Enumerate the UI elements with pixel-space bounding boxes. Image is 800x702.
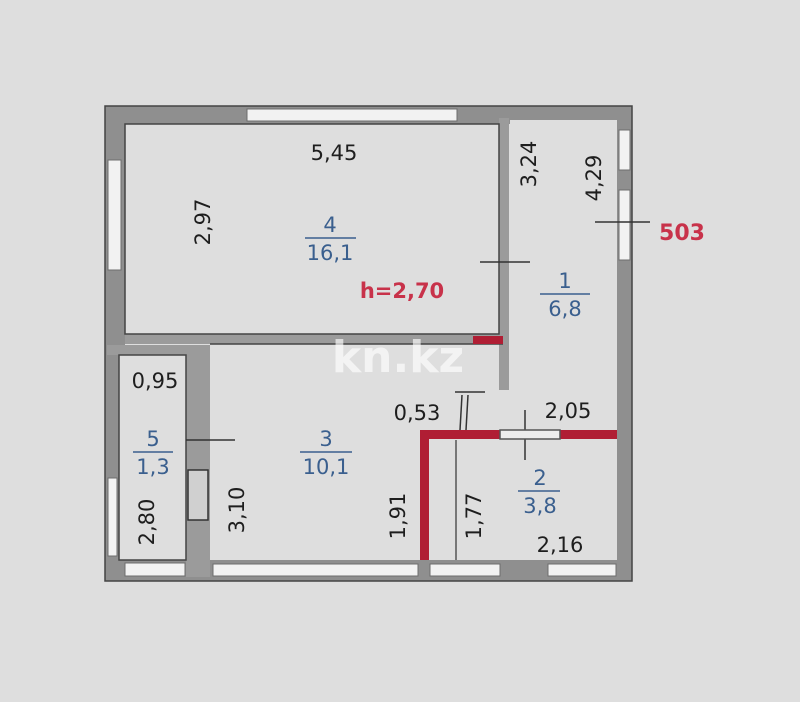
window-top [246, 108, 458, 122]
window-bottom-mid [429, 563, 501, 577]
dim-room4-width: 5,45 [311, 141, 358, 165]
room-1-label: 1 6,8 [540, 269, 590, 321]
room-3-number: 3 [319, 427, 332, 451]
room-2-number: 2 [533, 466, 546, 490]
room-5-number: 5 [146, 427, 159, 451]
dim-bath-inner-height: 1,77 [462, 493, 486, 540]
dim-bath-left-height: 1,91 [386, 493, 410, 540]
dim-room1-side: 4,29 [582, 155, 606, 202]
room-5-label: 5 1,3 [133, 427, 173, 479]
room-3-label: 3 10,1 [300, 427, 352, 479]
watermark-logo: kn.kz [332, 332, 464, 383]
dim-room5-width: 0,95 [132, 369, 179, 393]
dim-room5-depth: 2,80 [135, 499, 159, 546]
wall-right [617, 106, 632, 581]
room-4-number: 4 [323, 213, 336, 237]
bath-door-gap [499, 429, 561, 440]
outline-room4 [124, 123, 500, 335]
room-1-area: 6,8 [548, 297, 581, 321]
room-3-area: 10,1 [303, 455, 350, 479]
bath-wall-stub [473, 336, 503, 344]
wall-room5-top [107, 345, 210, 355]
ceiling-height-label: h=2,70 [360, 279, 444, 303]
outline-outer [104, 105, 633, 582]
door-hall-line-2 [465, 394, 469, 431]
wall-room4-bottom [125, 334, 503, 344]
wall-top-right [510, 106, 632, 120]
dimensions: 5,45 2,97 3,24 4,29 0,95 2,80 3,10 0,53 … [132, 141, 606, 557]
windows [107, 108, 631, 577]
window-right-lower [618, 189, 631, 261]
room-1-number: 1 [558, 269, 571, 293]
wall-room5-right [186, 345, 210, 577]
window-left [107, 159, 122, 271]
room-4-label: 4 16,1 [305, 213, 356, 265]
dim-bath-width-bottom: 2,16 [537, 533, 584, 557]
window-left-lower [107, 477, 118, 557]
dim-bath-width-top: 2,05 [545, 399, 592, 423]
door-hall-line [459, 394, 463, 431]
dim-door-width: 0,53 [394, 401, 441, 425]
dim-room4-depth: 2,97 [191, 199, 215, 246]
window-bottom-corner [124, 562, 186, 577]
wall-outlines [104, 105, 633, 582]
bath-wall-left [420, 430, 429, 560]
window-bottom-left [212, 563, 419, 577]
room-5-area: 1,3 [136, 455, 169, 479]
bathroom-inner [455, 429, 561, 560]
outline-room5 [118, 354, 187, 561]
door-details [186, 221, 650, 521]
wall-room4-right [499, 118, 509, 390]
apartment-number: 503 [659, 221, 705, 246]
dim-room3-depth: 3,10 [225, 487, 249, 534]
interior-walls [107, 118, 509, 577]
room-2-area: 3,8 [523, 494, 556, 518]
room-4-area: 16,1 [307, 241, 354, 265]
room-2-label: 2 3,8 [518, 466, 560, 518]
window-right-upper [618, 129, 631, 171]
dim-room1-upper: 3,24 [517, 141, 541, 188]
door-frame-room5 [187, 469, 209, 521]
window-bottom-right [547, 563, 617, 577]
